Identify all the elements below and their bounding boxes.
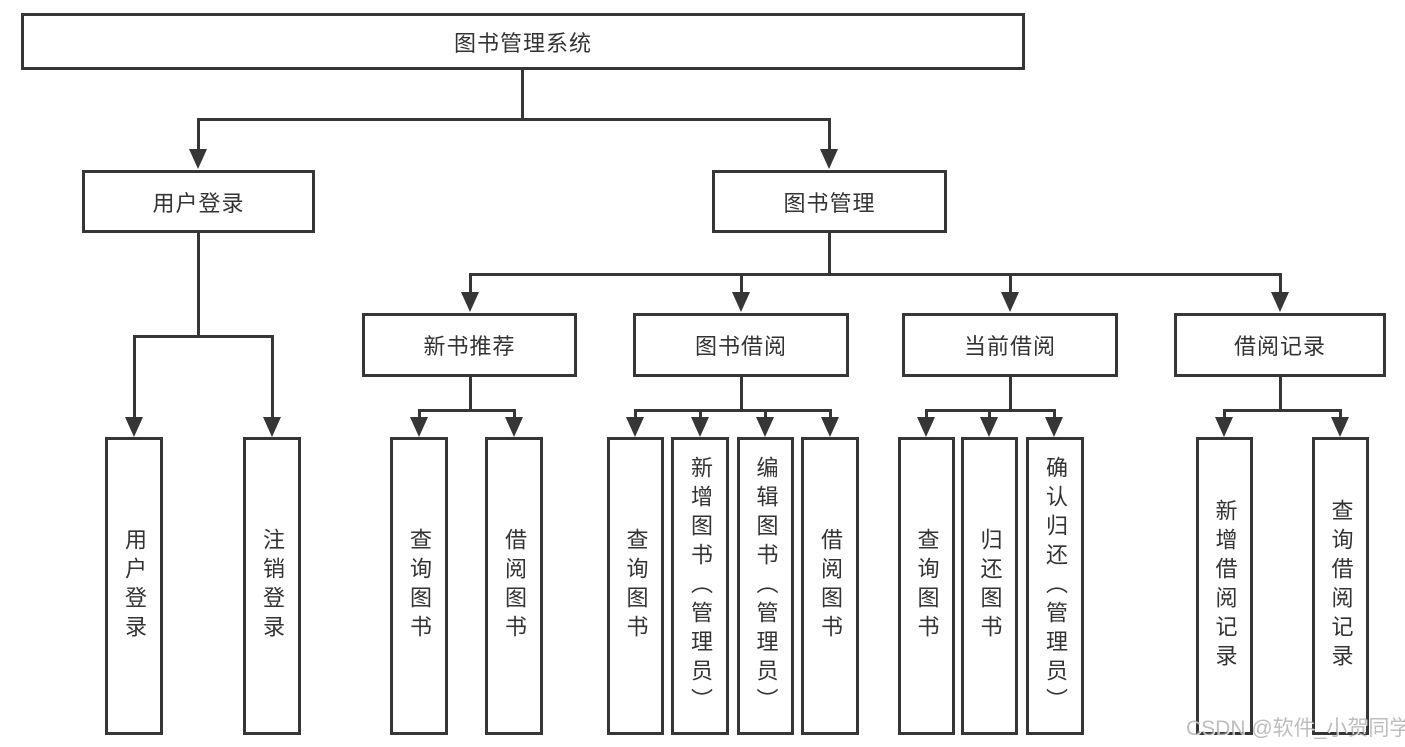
arrow-down — [1215, 417, 1233, 437]
node-borrowing-records: 借阅记录 — [1174, 313, 1386, 377]
leaf-borrow-books-label: 借阅图书 — [818, 528, 843, 644]
connector-v-line — [699, 409, 702, 420]
leaf-borrow-books-recommend-label: 借阅图书 — [502, 528, 527, 644]
arrow-down — [821, 417, 839, 437]
leaf-confirm-return-admin: 确认归还（管理员） — [1026, 437, 1084, 735]
node-book-management: 图书管理 — [712, 170, 947, 233]
leaf-edit-books-admin-label: 编辑图书（管理员） — [753, 455, 779, 717]
leaf-query-borrow-record: 查询借阅记录 — [1312, 437, 1369, 735]
connector-h-line — [418, 409, 516, 412]
arrow-down — [980, 417, 998, 437]
node-book-borrowing-label: 图书借阅 — [694, 334, 787, 359]
leaf-query-books-recommend-label: 查询图书 — [407, 528, 432, 644]
node-new-book-recommendation-label: 新书推荐 — [423, 334, 516, 359]
connector-v-line — [469, 273, 472, 293]
arrow-down — [263, 417, 281, 437]
arrow-down — [820, 149, 838, 169]
leaf-query-books-current-label: 查询图书 — [914, 528, 940, 644]
connector-h-line — [634, 409, 832, 412]
connector-v-line — [1009, 273, 1012, 293]
leaf-query-books-current: 查询图书 — [898, 437, 955, 735]
csdn-watermark: CSDN @软件_小贺同学 — [1186, 717, 1405, 740]
connector-v-line — [740, 377, 743, 409]
leaf-add-borrow-record: 新增借阅记录 — [1196, 437, 1253, 735]
leaf-query-books-borrowing: 查询图书 — [607, 437, 664, 735]
node-new-book-recommendation: 新书推荐 — [362, 313, 577, 377]
node-borrowing-records-label: 借阅记录 — [1233, 334, 1326, 359]
arrow-down — [732, 292, 750, 312]
arrow-down — [1001, 292, 1019, 312]
connector-v-line — [925, 409, 928, 420]
connector-v-line — [197, 118, 200, 150]
leaf-user-login: 用户登录 — [105, 437, 163, 735]
arrow-down — [461, 292, 479, 312]
leaf-query-borrow-record-label: 查询借阅记录 — [1328, 499, 1354, 673]
connector-v-line — [271, 335, 274, 418]
leaf-add-borrow-record-label: 新增借阅记录 — [1212, 499, 1238, 673]
arrow-down — [505, 417, 523, 437]
node-root-label: 图书管理系统 — [453, 30, 592, 56]
node-root: 图书管理系统 — [21, 13, 1025, 70]
arrow-down — [1331, 417, 1349, 437]
connector-v-line — [1009, 377, 1012, 409]
connector-v-line — [469, 377, 472, 409]
connector-v-line — [740, 273, 743, 293]
leaf-logout-label: 注销登录 — [260, 528, 285, 644]
arrow-down — [756, 417, 774, 437]
connector-h-line — [197, 118, 831, 121]
connector-v-line — [1053, 409, 1056, 420]
arrow-down — [917, 417, 935, 437]
connector-v-line — [513, 409, 516, 420]
node-current-borrowing: 当前借阅 — [902, 313, 1118, 377]
connector-v-line — [133, 335, 136, 418]
connector-v-line — [1223, 409, 1226, 420]
node-user-login: 用户登录 — [82, 170, 315, 233]
leaf-borrow-books: 借阅图书 — [801, 437, 859, 735]
leaf-borrow-books-recommend: 借阅图书 — [485, 437, 543, 735]
connector-v-line — [418, 409, 421, 420]
connector-v-line — [988, 409, 991, 420]
connector-v-line — [521, 70, 524, 120]
leaf-user-login-label: 用户登录 — [122, 528, 147, 644]
connector-v-line — [197, 233, 200, 335]
leaf-logout: 注销登录 — [243, 437, 301, 735]
arrow-down — [691, 417, 709, 437]
connector-v-line — [1339, 409, 1342, 420]
node-book-management-label: 图书管理 — [783, 190, 876, 216]
connector-h-line — [1223, 409, 1342, 412]
connector-v-line — [1279, 377, 1282, 409]
node-book-borrowing: 图书借阅 — [633, 313, 849, 377]
arrow-down — [1271, 292, 1289, 312]
connector-v-line — [828, 233, 831, 273]
leaf-return-books-label: 归还图书 — [977, 528, 1003, 644]
arrow-down — [410, 417, 428, 437]
connector-h-line — [469, 273, 1282, 276]
arrow-down — [626, 417, 644, 437]
arrow-down — [125, 417, 143, 437]
connector-v-line — [1279, 273, 1282, 293]
leaf-confirm-return-admin-label: 确认归还（管理员） — [1043, 455, 1068, 717]
leaf-return-books: 归还图书 — [961, 437, 1018, 735]
arrow-down — [1045, 417, 1063, 437]
connector-v-line — [829, 409, 832, 420]
leaf-edit-books-admin: 编辑图书（管理员） — [737, 437, 794, 735]
connector-v-line — [764, 409, 767, 420]
connector-h-line — [133, 335, 274, 338]
connector-v-line — [634, 409, 637, 420]
leaf-query-books-borrowing-label: 查询图书 — [623, 528, 649, 644]
leaf-add-books-admin: 新增图书（管理员） — [671, 437, 729, 735]
connector-v-line — [828, 118, 831, 150]
leaf-query-books-recommend: 查询图书 — [390, 437, 448, 735]
arrow-down — [189, 149, 207, 169]
node-current-borrowing-label: 当前借阅 — [963, 334, 1056, 359]
leaf-add-books-admin-label: 新增图书（管理员） — [688, 455, 713, 717]
node-user-login-label: 用户登录 — [152, 190, 245, 216]
